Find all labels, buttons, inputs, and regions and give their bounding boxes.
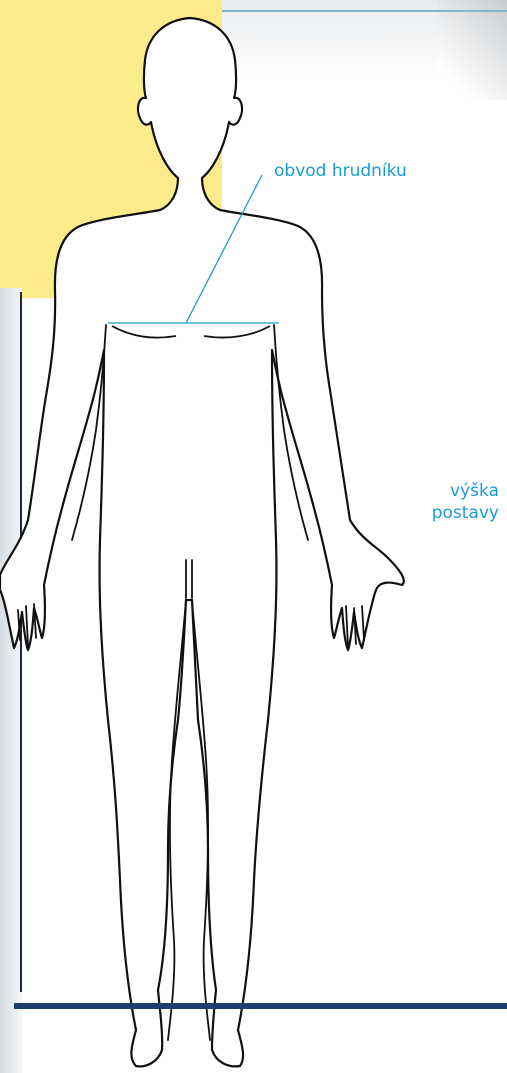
body-height-label: výška postavy bbox=[432, 480, 499, 524]
chest-circumference-label: obvod hrudníku bbox=[274, 160, 407, 182]
body-height-label-line2: postavy bbox=[432, 502, 499, 524]
bottom-bar bbox=[14, 1003, 507, 1009]
body-height-label-line1: výška bbox=[432, 480, 499, 502]
